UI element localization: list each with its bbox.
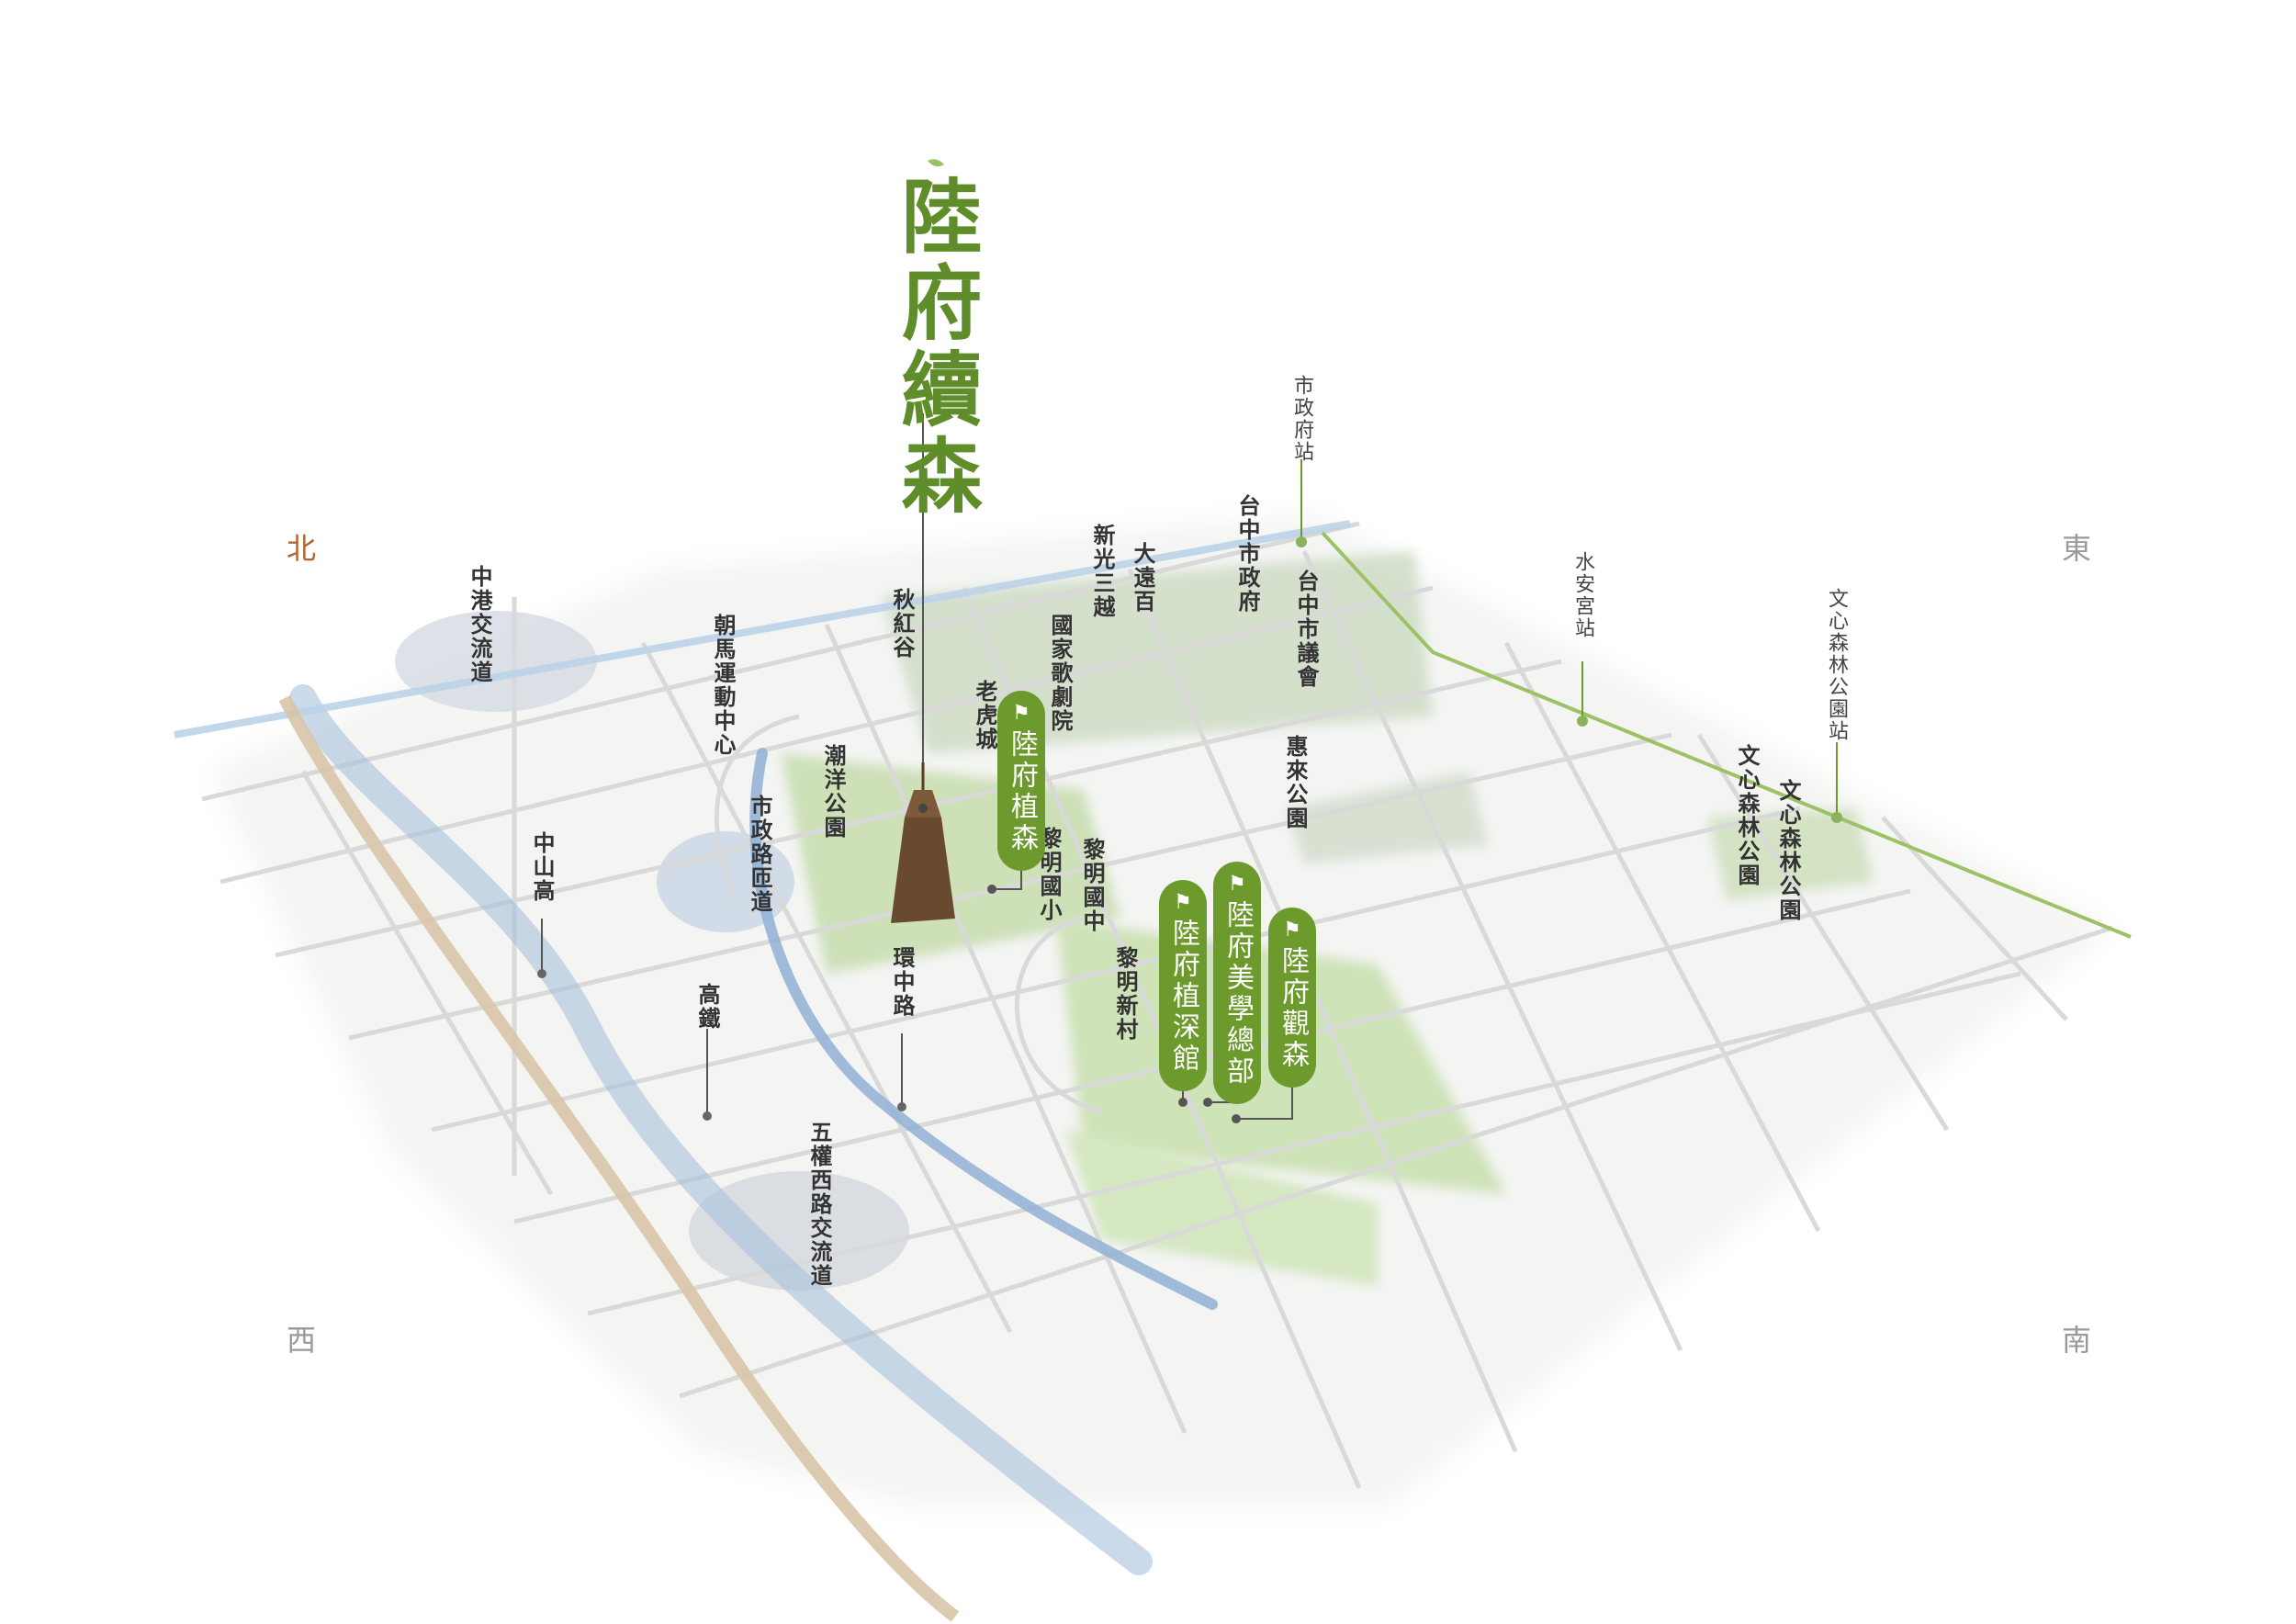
- label-xinguang: 新光三越: [1089, 524, 1116, 619]
- label-wenxin-park: 文心森林公園: [1775, 779, 1802, 922]
- tower-building-icon: [891, 762, 955, 923]
- pill-guansen-label: 陸府觀森: [1277, 946, 1309, 1071]
- label-wuquan: 五權西路交流道: [806, 1121, 833, 1288]
- leaf-icon: [928, 159, 944, 167]
- station-lines: [1300, 459, 1838, 818]
- pill-meixue[interactable]: ⚑ 陸府美學總部: [1213, 862, 1261, 1104]
- label-wenxin-park-2: 文心森林公園: [1734, 744, 1761, 887]
- compass-east: 東: [2062, 531, 2092, 566]
- rail-corridor: [278, 694, 960, 1622]
- label-laohu: 老虎城: [972, 680, 998, 751]
- pill-guansen[interactable]: ⚑ 陸府觀森: [1268, 908, 1316, 1088]
- mrt-line: [1321, 531, 2132, 939]
- pill-zhishen-label: 陸府植深館: [1167, 919, 1199, 1075]
- label-dayuan: 大遠百: [1130, 542, 1156, 614]
- compass-south: 南: [2062, 1323, 2092, 1358]
- compass-west: 西: [287, 1323, 317, 1358]
- label-station-city-hall: 市政府站: [1290, 375, 1313, 463]
- flag-icon: ⚑: [1228, 873, 1246, 896]
- project-title: 陸府續森: [888, 175, 984, 520]
- label-liming-village: 黎明新村: [1112, 946, 1139, 1042]
- label-chaoyang: 潮洋公園: [820, 744, 847, 840]
- pill-zhishen[interactable]: ⚑ 陸府植深館: [1159, 880, 1207, 1091]
- label-liming-junior: 黎明國中: [1079, 838, 1106, 933]
- compass-north: 北: [287, 531, 317, 566]
- flag-icon: ⚑: [1174, 891, 1192, 914]
- pill-zhisen[interactable]: ⚑ 陸府植森: [997, 691, 1045, 871]
- label-taichung-gov: 台中市政府: [1234, 494, 1261, 614]
- label-shizheng-tunnel: 市政路匝道: [747, 795, 773, 914]
- flag-icon: ⚑: [1283, 919, 1301, 942]
- label-huilai: 惠來公園: [1282, 735, 1309, 830]
- label-huanzhong: 環中路: [889, 946, 916, 1018]
- pill-meixue-label: 陸府美學總部: [1221, 900, 1254, 1088]
- label-hsr: 高鐵: [694, 983, 721, 1031]
- label-station-shuian: 水安宮站: [1571, 551, 1594, 639]
- label-opera: 國家歌劇院: [1047, 614, 1074, 733]
- label-station-wenxin: 文心森林公園站: [1825, 588, 1848, 742]
- label-zhonggang: 中港交流道: [467, 565, 493, 684]
- marker-dots: [537, 536, 1842, 1123]
- rivers: [174, 520, 1351, 1575]
- label-qiuhonggu: 秋紅谷: [889, 588, 916, 660]
- pill-zhisen-label: 陸府植森: [1006, 729, 1038, 854]
- label-zhongshan: 中山高: [529, 831, 556, 903]
- label-taichung-council: 台中市議會: [1293, 570, 1320, 689]
- label-chaoma: 朝馬運動中心: [710, 614, 737, 757]
- flag-icon: ⚑: [1012, 702, 1030, 725]
